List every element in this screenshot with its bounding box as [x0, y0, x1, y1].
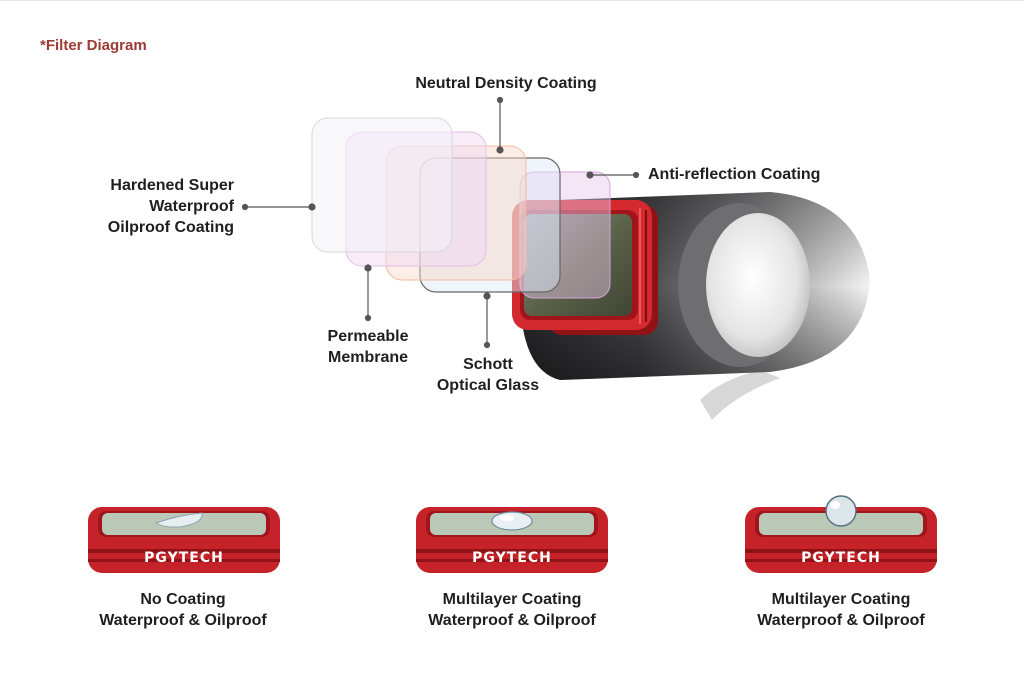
label-hardened-line-2: Waterproof [149, 198, 234, 215]
label-hardened-line-1: Hardened Super [110, 177, 234, 194]
water-droplet-half [491, 511, 533, 531]
filter-illustration: PGYTECH [416, 507, 608, 573]
label-schott-line-1: Schott [463, 356, 513, 373]
filter-illustration: PGYTECH [88, 507, 280, 573]
brand-logo: PGYTECH [801, 550, 881, 566]
label-neutral-density: Neutral Density Coating [396, 73, 616, 94]
label-permeable-line-1: Permeable [327, 328, 409, 345]
caption-line-2: Waterproof & Oilproof [428, 612, 596, 629]
brand-logo: PGYTECH [472, 550, 552, 566]
coating-layers [311, 117, 611, 299]
callouts [241, 96, 640, 349]
brand-logo: PGYTECH [144, 550, 224, 566]
gimbal-arm [700, 370, 780, 420]
anti-reflection-layer [519, 171, 611, 299]
filter-no-coating: PGYTECH [84, 493, 284, 593]
diagram-title: *Filter Diagram [40, 37, 147, 54]
label-anti-reflection: Anti-reflection Coating [648, 164, 868, 185]
filter-illustration: PGYTECH [745, 495, 937, 573]
caption-multilayer-1: Multilayer Coating Waterproof & Oilproof [392, 589, 632, 631]
top-divider [0, 0, 1024, 1]
caption-line-2: Waterproof & Oilproof [99, 612, 267, 629]
label-hardened-line-3: Oilproof Coating [107, 219, 234, 236]
label-schott-glass: Schott Optical Glass [418, 354, 558, 396]
water-droplet-bead [825, 495, 857, 527]
caption-line-1: Multilayer Coating [442, 591, 582, 608]
caption-line-1: No Coating [140, 591, 226, 608]
label-schott-line-2: Optical Glass [436, 377, 540, 394]
label-hardened-coating: Hardened Super Waterproof Oilproof Coati… [60, 175, 234, 238]
filter-multilayer-2: PGYTECH [741, 493, 941, 593]
label-permeable-membrane: Permeable Membrane [298, 326, 438, 368]
caption-line-2: Waterproof & Oilproof [757, 612, 925, 629]
water-droplet-flat [154, 512, 203, 528]
caption-line-1: Multilayer Coating [771, 591, 911, 608]
label-neutral-density-text: Neutral Density Coating [415, 75, 597, 92]
label-anti-reflection-text: Anti-reflection Coating [648, 166, 821, 183]
camera-lens [706, 213, 810, 357]
label-permeable-line-2: Membrane [327, 349, 409, 366]
caption-no-coating: No Coating Waterproof & Oilproof [63, 589, 303, 631]
filter-multilayer-1: PGYTECH [412, 493, 612, 593]
hardened-coating-layer [311, 117, 453, 253]
filter-exploded-illustration [241, 96, 870, 420]
caption-multilayer-2: Multilayer Coating Waterproof & Oilproof [721, 589, 961, 631]
